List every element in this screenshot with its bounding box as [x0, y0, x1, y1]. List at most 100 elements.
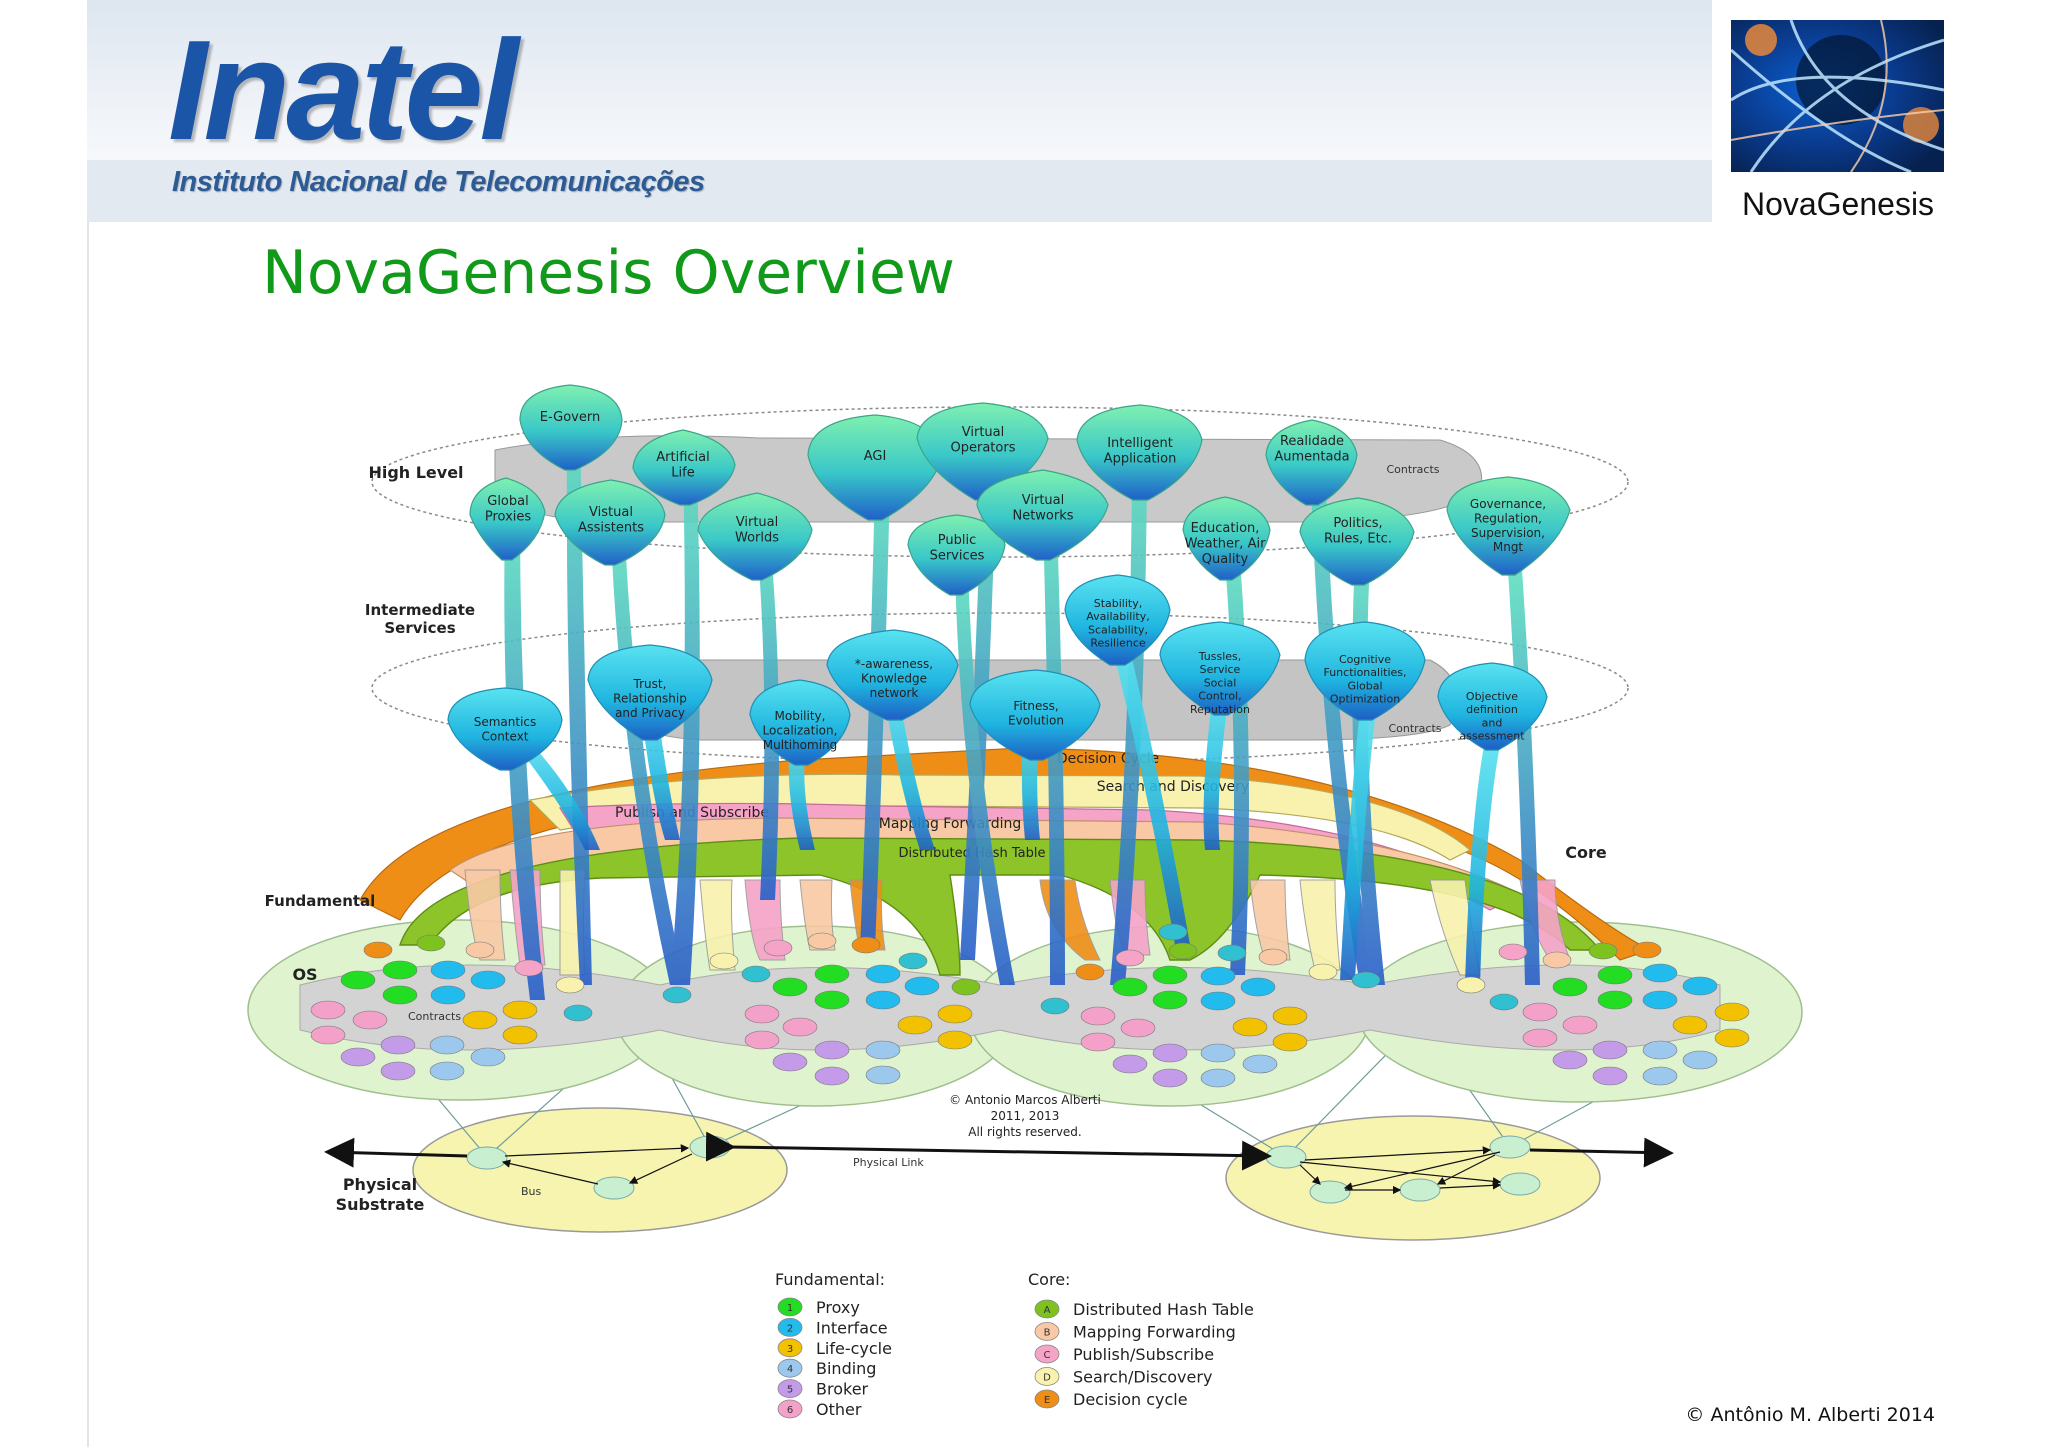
slide-left-rule: [87, 0, 89, 1447]
legend-fundamental-label: Interface: [816, 1318, 888, 1337]
bus-label: Bus: [521, 1185, 542, 1198]
contracts-intermediate-label: Contracts: [1388, 722, 1441, 735]
header-subband: [87, 160, 1712, 222]
legend-fundamental-number: 3: [787, 1344, 793, 1355]
legend-fundamental-title: Fundamental:: [775, 1270, 885, 1289]
service-mobility-label: Mobility,Localization,Multihoming: [763, 709, 838, 752]
service-cognitive: [1304, 621, 1426, 721]
service-artificial-life: [632, 429, 736, 506]
legend-core-label: Distributed Hash Table: [1073, 1300, 1254, 1319]
service-virtual-worlds: [697, 492, 813, 581]
band-search-discovery-label: Search and Discovery: [1097, 779, 1250, 795]
contracts-high-label: Contracts: [1386, 463, 1439, 476]
legend-fundamental-label: Broker: [816, 1380, 869, 1399]
legend-core-number: D: [1043, 1373, 1051, 1384]
service-awareness: [826, 629, 959, 721]
intermediate-ring: [371, 612, 1629, 764]
legend-core-swatch: [1034, 1344, 1060, 1364]
legend-fundamental-swatch: [777, 1318, 803, 1337]
legend-fundamental-label: Other: [816, 1400, 862, 1419]
legend-core-swatch: [1034, 1322, 1060, 1341]
band-mapping-forwarding-label: Mapping Forwarding: [879, 816, 1021, 832]
legend-core-number: B: [1044, 1328, 1051, 1339]
legend: Fundamental: 1 Proxy 2 Interface 3 Life-cycle…: [775, 1270, 1254, 1419]
legend-fundamental-label: Life-cycle: [816, 1339, 892, 1358]
legend-core-label: Mapping Forwarding: [1073, 1323, 1236, 1342]
service-objective: [1437, 662, 1548, 751]
legend-fundamental-swatch: [777, 1379, 803, 1398]
legend-core-title: Core:: [1028, 1270, 1070, 1289]
legend-fundamental-swatch: [777, 1399, 803, 1419]
legend-fundamental-row: 3 Life-cycle: [777, 1338, 892, 1358]
high-level-ring: [371, 406, 1629, 558]
legend-core-row: D Search/Discovery: [1034, 1367, 1212, 1387]
physical-link-arrow-right: [1529, 1137, 1674, 1168]
service-mobility: [749, 679, 851, 766]
physical-link: [705, 1131, 1272, 1171]
service-trust: [587, 644, 713, 741]
legend-fundamental-row: 4 Binding: [777, 1358, 876, 1378]
service-politics-rules-label: Politics,Rules, Etc.: [1324, 516, 1392, 547]
legend-fundamental-number: 4: [787, 1364, 793, 1375]
service-semantics-context: [447, 687, 563, 771]
fundamental-node-dots: [310, 923, 1750, 1088]
legend-fundamental-label: Binding: [816, 1359, 876, 1378]
service-stability: [1064, 574, 1171, 666]
service-intelligent-application: [1076, 404, 1203, 501]
legend-core-swatch: [1034, 1299, 1060, 1319]
service-e-govern: [519, 384, 623, 471]
physical-bus-right: [1225, 1115, 1601, 1241]
slide-title: NovaGenesis Overview: [262, 238, 955, 308]
layer-label-os: OS: [292, 965, 317, 984]
legend-core-label: Search/Discovery: [1073, 1368, 1212, 1387]
legend-fundamental-number: 1: [787, 1303, 793, 1314]
architecture-diagram: Bus Physical Link Physical Substrate Con…: [247, 384, 1803, 1419]
service-politics-rules: [1299, 497, 1415, 586]
novagenesis-logo-label: NovaGenesis: [1741, 186, 1935, 222]
service-governance: [1446, 476, 1571, 576]
service-stability-label: Stability,Availability,Scalability,Resil…: [1086, 597, 1149, 650]
physical-link-arrow-left: [324, 1137, 468, 1168]
service-fitness-label: Fitness,Evolution: [1008, 699, 1064, 727]
legend-core-label: Publish/Subscribe: [1073, 1345, 1214, 1364]
physical-bus-left: [412, 1107, 788, 1233]
novagenesis-logo-image: [1731, 20, 1944, 172]
service-vistual-assistents: [554, 479, 666, 566]
service-tussles: [1159, 621, 1281, 716]
legend-fundamental-label: Proxy: [816, 1298, 860, 1317]
legend-fundamental-swatch: [777, 1297, 803, 1317]
legend-core-row: A Distributed Hash Table: [1034, 1299, 1254, 1319]
layer-label-high: High Level: [368, 463, 463, 482]
service-governance-label: Governance,Regulation,Supervision,Mngt: [1470, 497, 1546, 554]
service-e-govern-label: E-Govern: [540, 410, 600, 425]
layer-label-core: Core: [1565, 843, 1607, 862]
service-fitness: [969, 669, 1101, 761]
legend-core-number: A: [1044, 1305, 1051, 1316]
contracts-os-label: Contracts: [408, 1010, 461, 1023]
service-virtual-networks: [976, 469, 1109, 561]
legend-core-swatch: [1034, 1389, 1060, 1409]
legend-fundamental-number: 2: [787, 1323, 793, 1334]
service-global-proxies: [469, 477, 546, 561]
service-agi-label: AGI: [864, 449, 887, 464]
legend-fundamental-row: 2 Interface: [777, 1318, 888, 1337]
legend-fundamental-swatch: [777, 1338, 803, 1358]
